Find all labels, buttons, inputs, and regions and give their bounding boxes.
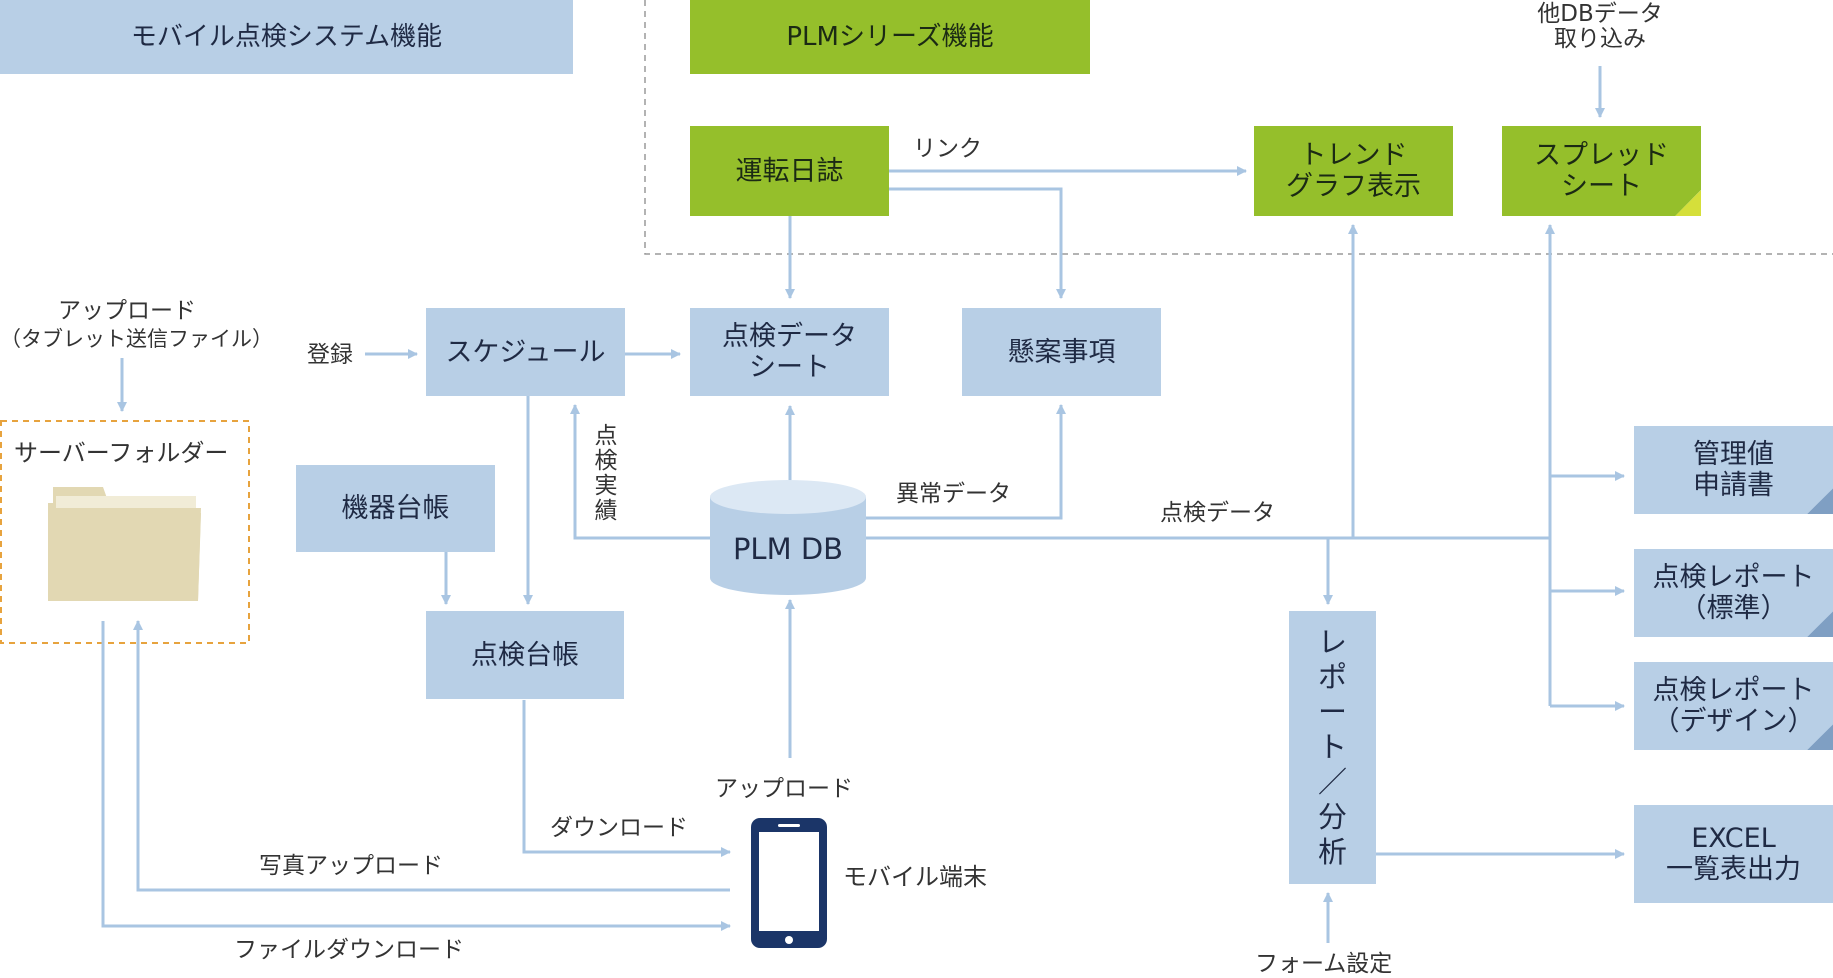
kanri-shinsei-box: 管理値 申請書 — [1634, 426, 1833, 514]
kanri-line2: 申請書 — [1693, 470, 1774, 501]
touroku-label: 登録 — [307, 342, 353, 368]
report-std-line1: 点検レポート — [1652, 562, 1815, 593]
spread-line1: スプレッド — [1534, 140, 1669, 171]
folder-icon — [48, 487, 201, 601]
report-char-4: ト — [1317, 730, 1347, 764]
report-std-line2: （標準） — [1679, 593, 1788, 624]
report-char-7: 析 — [1317, 835, 1347, 869]
database-cylinder-icon — [710, 480, 866, 595]
plm-region-border — [644, 0, 1833, 255]
report-char-1: レ — [1317, 625, 1347, 659]
jisseki-char-2: 検 — [594, 448, 618, 474]
arrow-db-kenan — [866, 404, 1066, 520]
other-db-line2: 取り込み — [1554, 26, 1646, 52]
other-db-import-label: 他DBデータ 取り込み — [1510, 2, 1690, 52]
download-label: ダウンロード — [550, 815, 688, 841]
arrow-daicho-mobile — [522, 700, 731, 857]
tenken-data-label: 点検データ — [1160, 500, 1275, 526]
upload-tablet-sub-label: （タブレット送信ファイル） — [0, 327, 273, 351]
tenken-data-sheet-box: 点検データ シート — [690, 308, 889, 396]
photo-upload-label: 写真アップロード — [259, 853, 443, 879]
mobile-terminal-label: モバイル端末 — [843, 863, 987, 891]
plm-series-header: PLMシリーズ機能 — [690, 0, 1090, 74]
other-db-line1: 他DBデータ — [1537, 1, 1663, 27]
arrow-unten-kenan — [888, 187, 1066, 299]
spreadsheet-box: スプレッド シート — [1502, 126, 1701, 216]
report-char-3: ー — [1317, 695, 1347, 729]
excel-output-box: EXCEL 一覧表出力 — [1634, 805, 1833, 903]
upload-mobile-label: アップロード — [715, 776, 853, 802]
report-char-5: ／ — [1317, 765, 1347, 799]
jisseki-char-3: 実 — [594, 473, 618, 499]
ijou-data-label: 異常データ — [896, 481, 1011, 507]
sheet-line1: 点検データ — [722, 321, 857, 352]
jisseki-char-4: 績 — [594, 498, 618, 524]
tenken-report-standard-box: 点検レポート （標準） — [1634, 549, 1833, 637]
schedule-box: スケジュール — [426, 308, 625, 396]
upload-tablet-label: アップロード — [58, 298, 196, 324]
plm-db-label: PLM DB — [732, 531, 844, 566]
sheet-line2: シート — [749, 352, 830, 383]
arrow-mobile-folder — [133, 620, 730, 892]
excel-line2: 一覧表出力 — [1666, 854, 1801, 885]
file-download-label: ファイルダウンロード — [234, 937, 464, 963]
smartphone-icon — [751, 818, 827, 948]
report-analysis-box: レ ポ ー ト ／ 分 析 — [1289, 611, 1376, 884]
kenan-jikou-box: 懸案事項 — [962, 308, 1161, 396]
trend-line1: トレンド — [1299, 140, 1408, 171]
link-label: リンク — [913, 136, 982, 162]
kanri-line1: 管理値 — [1693, 439, 1774, 470]
report-char-2: ポ — [1317, 660, 1347, 694]
jisseki-char-1: 点 — [594, 423, 618, 449]
trend-line2: グラフ表示 — [1286, 171, 1421, 202]
kiki-daicho-box: 機器台帳 — [296, 465, 495, 552]
excel-line1: EXCEL — [1691, 823, 1776, 854]
spread-line2: シート — [1561, 171, 1642, 202]
report-design-line1: 点検レポート — [1652, 675, 1815, 706]
arrow-db-schedule — [570, 404, 710, 540]
unten-nisshi-box: 運転日誌 — [690, 126, 889, 216]
tenken-daicho-box: 点検台帳 — [426, 611, 624, 699]
report-char-6: 分 — [1317, 800, 1347, 834]
form-settings-label: フォーム設定 — [1255, 951, 1393, 977]
mobile-system-header: モバイル点検システム機能 — [0, 0, 573, 74]
trend-graph-box: トレンド グラフ表示 — [1254, 126, 1453, 216]
tenken-jisseki-label: 点 検 実 績 — [592, 424, 620, 524]
arrow-folder-mobile — [101, 621, 731, 931]
report-design-line2: （デザイン） — [1652, 706, 1815, 737]
tenken-report-design-box: 点検レポート （デザイン） — [1634, 662, 1833, 750]
server-folder-label: サーバーフォルダー — [14, 439, 229, 467]
server-folder-border — [0, 420, 250, 644]
